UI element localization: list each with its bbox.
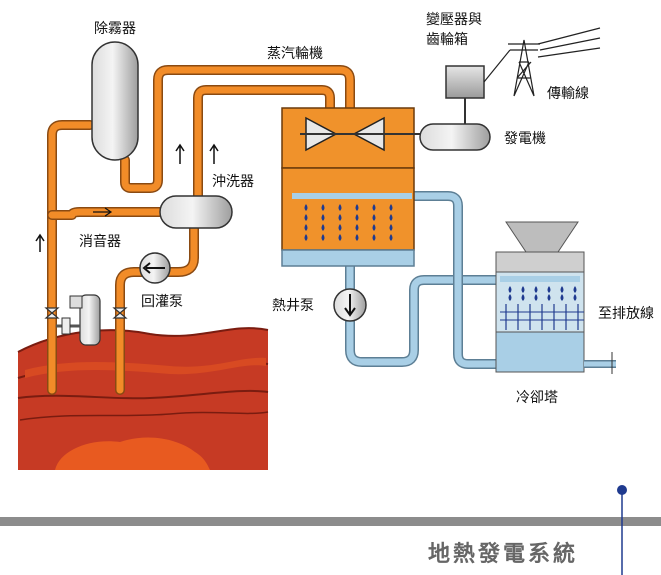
geothermal-reservoir — [17, 327, 269, 470]
well-valve-right — [112, 307, 128, 319]
water-drop-icon — [560, 286, 564, 293]
silencer-vessel — [159, 195, 233, 229]
water-drop-icon — [521, 286, 525, 293]
water-drop-icon — [372, 224, 376, 231]
label-generator: 發電機 — [504, 131, 546, 147]
label-cooling-tower: 冷卻塔 — [516, 390, 558, 406]
reinjection-pump-icon — [139, 252, 171, 284]
water-drop-icon — [534, 294, 538, 301]
water-drop-icon — [547, 294, 551, 301]
demister-vessel — [91, 41, 139, 161]
water-drop-icon — [338, 214, 342, 221]
water-drop-icon — [304, 224, 308, 231]
water-drop-icon — [355, 224, 359, 231]
condenser-spray-drops — [304, 204, 393, 241]
water-drop-icon — [304, 214, 308, 221]
label-silencer: 消音器 — [79, 233, 121, 250]
water-drop-icon — [338, 204, 342, 211]
water-drop-icon — [560, 294, 564, 301]
water-drop-icon — [389, 214, 393, 221]
water-drop-icon — [304, 234, 308, 241]
water-drop-icon — [321, 234, 325, 241]
label-to-discharge: 至排放線 — [598, 306, 654, 322]
condenser — [281, 107, 415, 267]
label-demister: 除霧器 — [94, 21, 136, 37]
water-drop-icon — [534, 286, 538, 293]
water-drop-icon — [372, 204, 376, 211]
water-drop-icon — [355, 204, 359, 211]
hotwell-pump-icon — [333, 288, 367, 322]
water-drop-icon — [389, 234, 393, 241]
label-transmission-line: 傳輸線 — [547, 86, 589, 102]
water-drop-icon — [321, 224, 325, 231]
water-drop-icon — [389, 224, 393, 231]
steam-turbine-icon — [300, 116, 420, 152]
well-valve-left — [44, 307, 60, 319]
water-drop-icon — [321, 204, 325, 211]
label-reinjection-pump: 回灌泵 — [141, 294, 183, 310]
water-drop-icon — [508, 286, 512, 293]
water-drop-icon — [547, 286, 551, 293]
water-drop-icon — [372, 214, 376, 221]
label-steam-turbine: 蒸汽輪機 — [267, 45, 323, 62]
water-drop-icon — [338, 234, 342, 241]
water-drop-icon — [338, 224, 342, 231]
generator-icon — [419, 123, 491, 151]
figure-caption: 地熱發電系統 — [428, 542, 579, 567]
wellhead-equipment — [56, 294, 101, 346]
water-drop-icon — [389, 204, 393, 211]
label-transformer-gearbox-1: 變壓器與 — [426, 12, 482, 28]
water-piping — [287, 191, 505, 369]
water-drop-icon — [508, 294, 512, 301]
water-drop-icon — [521, 294, 525, 301]
water-drop-icon — [573, 294, 577, 301]
water-drop-icon — [304, 204, 308, 211]
transmission-tower-icon — [483, 27, 601, 97]
water-drop-icon — [372, 234, 376, 241]
water-drop-icon — [321, 214, 325, 221]
label-transformer-gearbox-2: 齒輪箱 — [426, 31, 468, 48]
transformer-gearbox-icon — [445, 65, 485, 124]
flow-arrows — [35, 143, 219, 252]
water-drop-icon — [573, 286, 577, 293]
label-hotwell-pump: 熱井泵 — [272, 298, 314, 314]
label-scrubber: 沖洗器 — [212, 174, 254, 190]
water-drop-icon — [355, 234, 359, 241]
bottom-divider-bar — [0, 517, 661, 526]
cooling-tower-icon — [495, 221, 616, 374]
callout-dot — [617, 485, 627, 495]
water-drop-icon — [355, 214, 359, 221]
